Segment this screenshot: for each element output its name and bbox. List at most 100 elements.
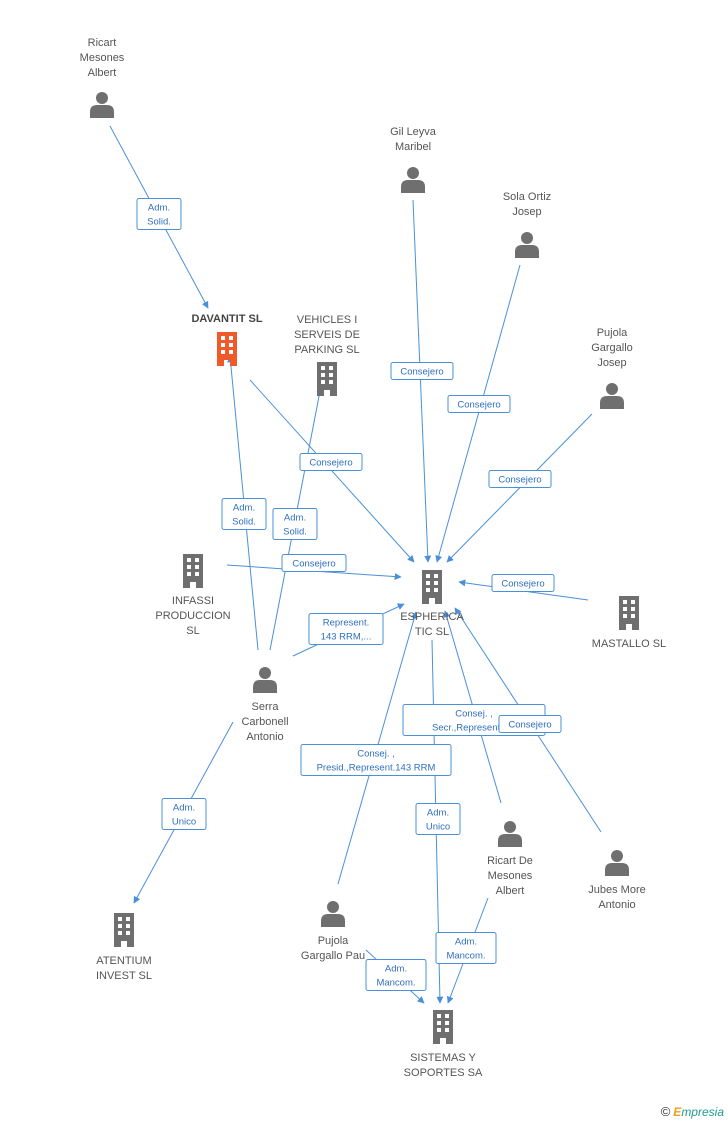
node-label: Gargallo bbox=[591, 342, 633, 354]
node-label: Serra bbox=[252, 701, 280, 713]
edge-label-text: Unico bbox=[426, 822, 450, 833]
node-sistemas[interactable]: SISTEMAS Y SOPORTES SA bbox=[404, 1010, 483, 1079]
building-icon bbox=[114, 913, 134, 947]
edge-label-text: Mancom. bbox=[446, 951, 485, 962]
node-label: Mesones bbox=[80, 52, 125, 64]
node-label: Sola Ortiz bbox=[503, 191, 551, 203]
edge-label-text: Adm. bbox=[284, 513, 306, 524]
edge-label-serra-davantit[interactable]: Adm.Solid. bbox=[221, 498, 267, 530]
node-label: SOPORTES SA bbox=[404, 1067, 483, 1079]
person-icon bbox=[605, 850, 629, 876]
edge-label-text: Consejero bbox=[498, 475, 541, 486]
edge-label-text: Consejero bbox=[508, 720, 551, 731]
edge-label-mastallo-espherica[interactable]: Consejero bbox=[491, 574, 555, 592]
edge-label-box bbox=[272, 508, 318, 540]
edge-label-box bbox=[300, 744, 452, 776]
node-label: Pujola bbox=[597, 327, 628, 339]
edge-label-box bbox=[136, 198, 182, 230]
node-label: PARKING SL bbox=[294, 344, 359, 356]
node-label: Josep bbox=[512, 206, 541, 218]
building-icon bbox=[433, 1010, 453, 1044]
edge-labels-layer: Adm.Solid.ConsejeroConsejeroConsejeroCon… bbox=[136, 198, 562, 991]
node-mastallo[interactable]: MASTALLO SL bbox=[592, 596, 666, 650]
node-atentium[interactable]: ATENTIUM INVEST SL bbox=[96, 913, 152, 982]
edge-label-box bbox=[221, 498, 267, 530]
edge-label-serra-atentium[interactable]: Adm.Unico bbox=[161, 798, 207, 830]
node-label: SISTEMAS Y bbox=[410, 1052, 476, 1064]
edge-label-text: Adm. bbox=[427, 808, 449, 819]
footer-brand[interactable]: ©Empresia bbox=[661, 1104, 724, 1119]
edge-label-ricart_mesones-davantit[interactable]: Adm.Solid. bbox=[136, 198, 182, 230]
edge-label-box bbox=[415, 803, 461, 835]
node-label: INVEST SL bbox=[96, 970, 152, 982]
node-label: Carbonell bbox=[241, 716, 288, 728]
edge-label-box bbox=[488, 470, 552, 488]
building-icon bbox=[317, 362, 337, 396]
brand-name: mpresia bbox=[681, 1105, 724, 1119]
node-label: ESPHERICA bbox=[400, 611, 464, 623]
building-icon bbox=[183, 554, 203, 588]
edge-label-text: Solid. bbox=[283, 527, 307, 538]
copyright-symbol: © bbox=[660, 1104, 671, 1119]
person-icon bbox=[90, 92, 114, 118]
edge-label-text: 143 RRM,... bbox=[321, 632, 372, 643]
edge-label-jubes_more-espherica[interactable]: Consejero bbox=[498, 715, 562, 733]
edge-gil_leyva-espherica bbox=[412, 199, 432, 563]
edge-label-pujola_pau-sistemas[interactable]: Adm. Mancom. bbox=[365, 959, 427, 991]
edge-label-ricart_de_mesones-sistemas[interactable]: Adm. Mancom. bbox=[435, 932, 497, 964]
edge-label-serra-espherica[interactable]: Represent. 143 RRM,... bbox=[308, 613, 384, 645]
edge-label-box bbox=[365, 959, 427, 991]
node-label: ATENTIUM bbox=[96, 955, 151, 967]
edge-label-text: Adm. bbox=[385, 964, 407, 975]
edge-label-davantit-espherica[interactable]: Consejero bbox=[299, 453, 363, 471]
edge-label-text: Adm. bbox=[148, 203, 170, 214]
edge-label-text: Adm. bbox=[455, 937, 477, 948]
edge-sola_ortiz-espherica bbox=[435, 264, 521, 563]
node-label: Gargallo Pau bbox=[301, 950, 365, 962]
edge-label-text: Presid.,Represent.143 RRM bbox=[317, 763, 436, 774]
edge-label-pujola_pau-espherica[interactable]: Consej. ,Presid.,Represent.143 RRM bbox=[300, 744, 452, 776]
edge-label-text: Solid. bbox=[232, 517, 256, 528]
edge-label-serra-vehicles[interactable]: Adm. Solid. bbox=[272, 508, 318, 540]
node-label: SL bbox=[186, 625, 199, 637]
edge-label-gil_leyva-espherica[interactable]: Consejero bbox=[390, 362, 454, 380]
node-label: PRODUCCION bbox=[155, 610, 230, 622]
node-label: Albert bbox=[88, 67, 117, 79]
building-icon bbox=[619, 596, 639, 630]
edge-label-infassi-espherica[interactable]: Consejero bbox=[281, 554, 347, 572]
node-davantit[interactable]: DAVANTIT SL bbox=[191, 313, 263, 366]
node-label: VEHICLES I bbox=[297, 314, 358, 326]
node-label: DAVANTIT SL bbox=[191, 313, 262, 325]
person-icon bbox=[515, 232, 539, 258]
edge-label-text: Unico bbox=[172, 817, 196, 828]
edge-label-text: Mancom. bbox=[376, 978, 415, 989]
edge-label-sola_ortiz-espherica[interactable]: Consejero bbox=[447, 395, 511, 413]
node-label: Josep bbox=[597, 357, 626, 369]
edge-label-text: Represent. bbox=[323, 618, 369, 629]
edge-label-box bbox=[281, 554, 347, 572]
edge-label-box bbox=[491, 574, 555, 592]
edge-label-box bbox=[435, 932, 497, 964]
edge-label-espherica-sistemas[interactable]: Adm. Unico bbox=[415, 803, 461, 835]
node-label: Gil Leyva bbox=[390, 126, 437, 138]
node-label: Maribel bbox=[395, 141, 431, 153]
person-icon bbox=[253, 667, 277, 693]
edge-label-text: Consejero bbox=[400, 367, 443, 378]
edge-label-text: Secr.,Represent.1... bbox=[432, 723, 516, 734]
edge-label-text: Consejero bbox=[309, 458, 352, 469]
person-icon bbox=[600, 383, 624, 409]
edge-label-pujola_josep-espherica[interactable]: Consejero bbox=[488, 470, 552, 488]
